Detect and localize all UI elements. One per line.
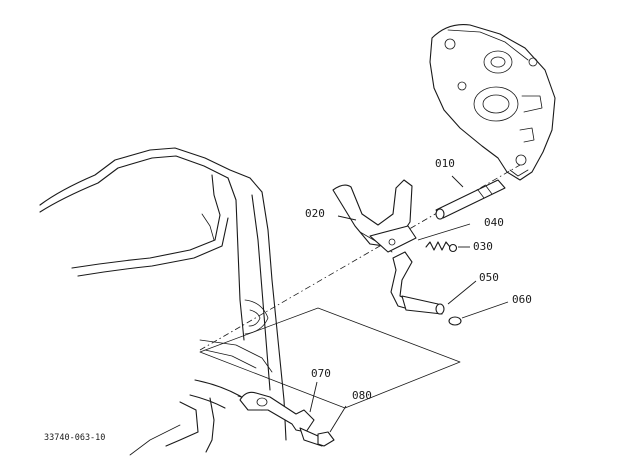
part-label-030: 030 (473, 240, 493, 253)
shift-rod (435, 179, 506, 220)
assembly-outline (199, 307, 461, 409)
detent-ball (448, 243, 458, 253)
leader-lines (309, 175, 509, 433)
center-line (199, 164, 521, 351)
o-ring (448, 316, 462, 326)
reference-code: 33740-063-10 (44, 433, 106, 443)
part-label-020: 020 (305, 207, 325, 220)
plate (239, 391, 315, 433)
part-label-040: 040 (484, 216, 504, 229)
detent-spring (425, 241, 451, 251)
bolt (299, 427, 335, 447)
shift-arm (390, 251, 445, 315)
part-label-060: 060 (512, 293, 532, 306)
shift-fork (332, 179, 417, 253)
part-label-070: 070 (311, 367, 331, 380)
part-label-050: 050 (479, 271, 499, 284)
part-label-010: 010 (435, 157, 455, 170)
cover-housing (429, 23, 556, 181)
part-label-080: 080 (352, 389, 372, 402)
transmission-case (39, 147, 287, 456)
